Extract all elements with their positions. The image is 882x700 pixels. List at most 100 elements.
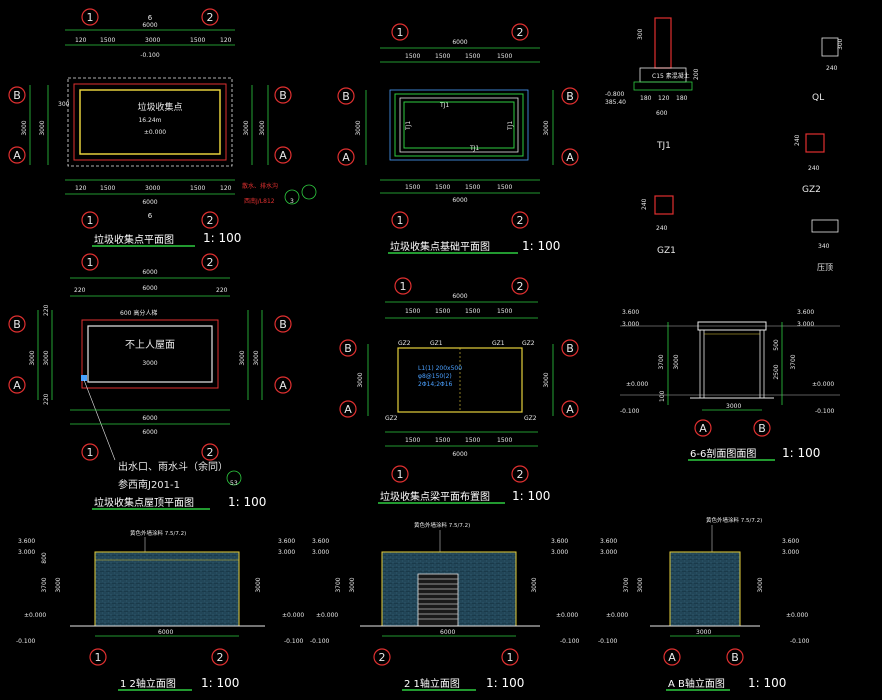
column-tag: GZ2 (524, 415, 537, 422)
outline-dashed (67, 77, 233, 167)
plan-4-beam-layout: 1 2 6000 1500 1500 1500 1500 GZ2 GZ1 GZ1… (339, 277, 579, 504)
axis-label: B (279, 318, 287, 331)
detail-bubble (284, 189, 300, 205)
axis-bubble (337, 87, 355, 105)
wall-left (699, 329, 705, 399)
axis-label: 2 (207, 11, 214, 24)
dim-text: 1500 (465, 184, 480, 191)
drain-ref: 参西南J201-1 (118, 478, 180, 491)
elevation-1-2: 3.600 3.000 ±0.000 -0.100 3.600 3.000 ±0… (16, 529, 304, 691)
detail-level: -0.800 (605, 91, 625, 98)
footing (394, 93, 524, 157)
dim-text: 3000 (253, 350, 260, 365)
detail-dim: 600 (656, 110, 668, 117)
detail-note: C15 素混凝土 (652, 72, 690, 80)
drawing-scale: 1: 100 (748, 676, 786, 690)
level-text: -0.100 (598, 638, 618, 645)
dim-text: 3700 (335, 577, 342, 592)
tj1-base (633, 81, 693, 91)
detail-dim: 240 (641, 198, 648, 210)
dim-text: 1500 (497, 308, 512, 315)
dim-text: 6000 (142, 429, 157, 436)
dim-text: 1500 (497, 184, 512, 191)
drawing-scale: 1: 100 (203, 231, 241, 245)
detail-title: GZ2 (802, 185, 821, 195)
axis-bubble (201, 8, 219, 26)
detail-title: GZ1 (657, 246, 676, 256)
axis-label: A (566, 403, 574, 416)
axis-bubble (561, 148, 579, 166)
level-text: ±0.000 (812, 381, 834, 388)
drain-note: 出水口、雨水斗（余同） (118, 460, 228, 473)
tj-tag: TJ1 (439, 102, 449, 109)
dim-text: 6000 (440, 629, 455, 636)
dim-text: 6000 (142, 199, 157, 206)
plan-2-foundation: 1 2 6000 1500 1500 1500 1500 TJ1 TJ1 TJ1… (337, 23, 579, 254)
dim-text: 3700 (41, 577, 48, 592)
drawing-scale: 1: 100 (782, 446, 820, 460)
dim-text: 3000 (259, 120, 266, 135)
drawing-scale: 1: 100 (486, 676, 524, 690)
note-text: 散水、排水沟 (242, 182, 278, 190)
room-level: ±0.000 (144, 129, 166, 136)
dim-text: 3000 (543, 120, 550, 135)
axis-label: A (699, 422, 707, 435)
section-6-6: 3.600 3.000 ±0.000 -0.100 3.600 3.000 ±0… (620, 309, 840, 461)
level-text: 3.600 (278, 538, 295, 545)
dim-text: 1500 (435, 53, 450, 60)
axis-bubble (391, 211, 409, 229)
axis-bubble (394, 277, 412, 295)
axis-bubble (274, 146, 292, 164)
axis-bubble (511, 211, 529, 229)
detail-dim: 300 (637, 28, 644, 40)
dim-text: 220 (216, 287, 228, 294)
axis-label: B (758, 422, 766, 435)
elevation-a-b: 3.600 3.000 ±0.000 -0.100 3.600 3.000 ±0… (598, 516, 810, 691)
drawing-scale: 1: 100 (512, 489, 550, 503)
roof-parapet (81, 319, 219, 389)
level-text: 3.600 (312, 538, 329, 545)
dim-text: 1500 (435, 184, 450, 191)
axis-label: A (668, 651, 676, 664)
dim-text: 1500 (100, 185, 115, 192)
tj-tag: TJ1 (507, 121, 514, 131)
level-text: 3.600 (782, 538, 799, 545)
axis-bubble (391, 23, 409, 41)
axis-label: 2 (517, 468, 524, 481)
dim-text: 120 (220, 185, 232, 192)
detail-dim: 240 (656, 225, 668, 232)
section-mark: 6 (148, 14, 153, 22)
level-text: ±0.000 (24, 612, 46, 619)
dim-text: 6000 (452, 451, 467, 458)
axis-label: 1 (95, 651, 102, 664)
drawing-title: 6-6剖面图面图 (690, 447, 756, 460)
room-area: 16.24m (138, 117, 161, 124)
ref-number: 53 (230, 480, 238, 487)
axis-bubble (8, 86, 26, 104)
drawing-title: 垃圾收集点基础平面图 (390, 240, 490, 253)
wall-elevation (669, 551, 741, 627)
plan-3-roof: 1 2 6000 6000 220 220 600 高分人梯 不上人屋面 300… (8, 253, 292, 510)
axis-label: 1 (87, 214, 94, 227)
level-text: 3.000 (797, 321, 814, 328)
axis-bubble (8, 146, 26, 164)
axis-label: A (279, 149, 287, 162)
dim-text: 120 (75, 37, 87, 44)
level-text: ±0.000 (316, 612, 338, 619)
dim-text: 6000 (142, 285, 157, 292)
level-text: 3.000 (600, 549, 617, 556)
axis-label: A (344, 403, 352, 416)
detail-dim: 340 (818, 243, 830, 250)
column-tag: GZ2 (385, 415, 398, 422)
leader-line (83, 379, 116, 461)
axis-label: 1 (397, 468, 404, 481)
dim-text: 6000 (158, 629, 173, 636)
drawing-title: 2 1轴立面图 (404, 677, 460, 690)
rolling-door (417, 573, 459, 627)
dim-text: 3000 (39, 120, 46, 135)
dim-text: 1500 (405, 437, 420, 444)
level-text: 3.600 (551, 538, 568, 545)
dim-text: 3000 (43, 350, 50, 365)
axis-bubble (274, 86, 292, 104)
